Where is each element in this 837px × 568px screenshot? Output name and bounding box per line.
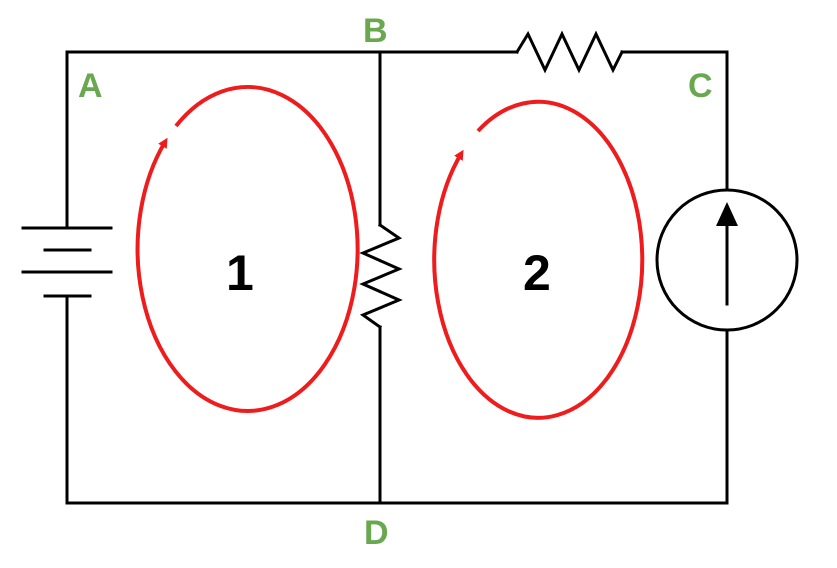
loop-label-1: 1 xyxy=(226,245,254,301)
loop-label-2: 2 xyxy=(523,245,551,301)
current-source xyxy=(655,188,799,332)
node-label-d: D xyxy=(364,514,389,552)
node-label-b: B xyxy=(363,12,388,50)
node-label-a: A xyxy=(78,67,103,105)
battery-symbol xyxy=(21,226,113,298)
circuit-wires xyxy=(65,50,729,505)
middle-resistor xyxy=(359,222,403,330)
node-label-c: C xyxy=(688,67,713,105)
loop-1-arrow xyxy=(135,84,360,413)
loop-2-arrow xyxy=(432,99,645,420)
top-resistor xyxy=(514,30,625,74)
